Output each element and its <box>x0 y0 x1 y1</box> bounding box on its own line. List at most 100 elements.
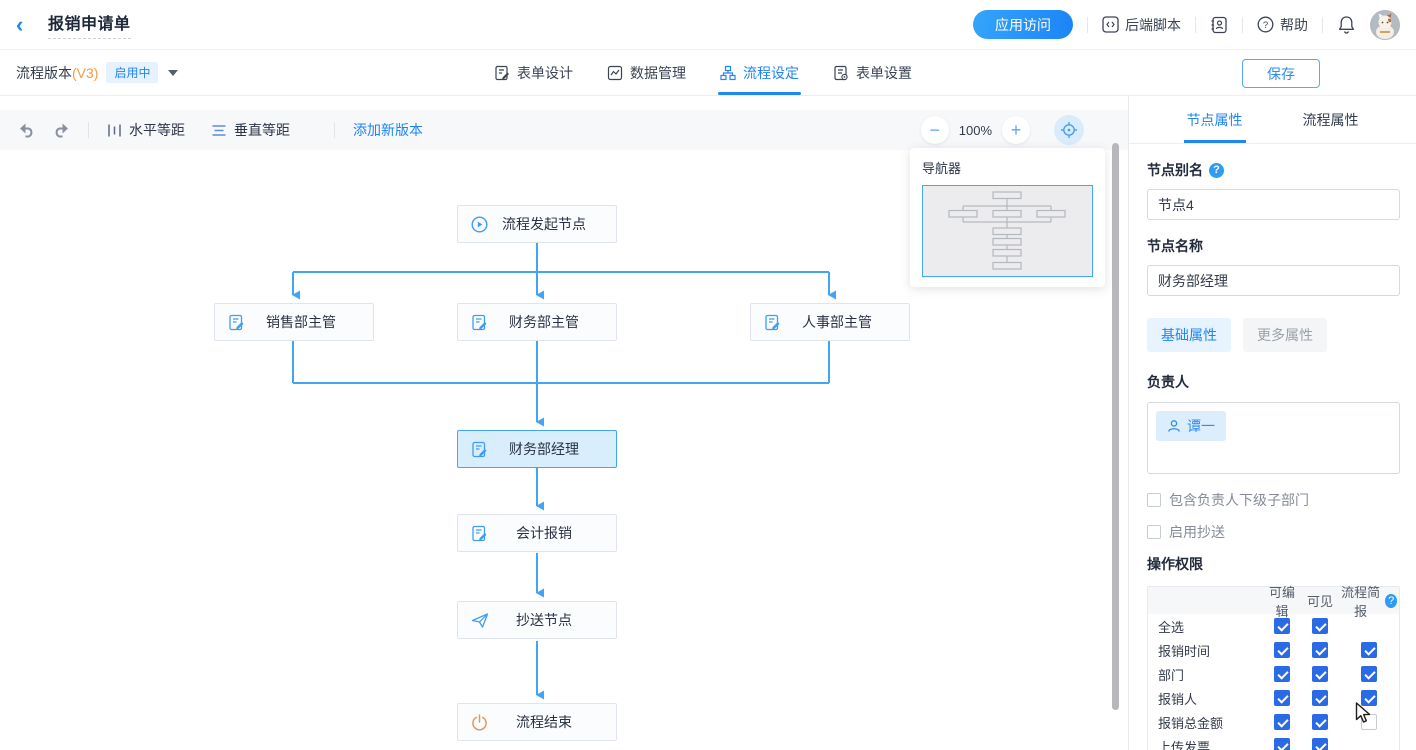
tab-flow-properties[interactable]: 流程属性 <box>1303 96 1359 143</box>
save-button[interactable]: 保存 <box>1242 59 1320 88</box>
main-area: 水平等距 垂直等距 添加新版本 − 100% + 导航器 <box>0 96 1416 750</box>
node-alias-help-icon[interactable]: ? <box>1209 163 1224 178</box>
node-name-input[interactable] <box>1147 265 1400 296</box>
backend-script-label: 后端脚本 <box>1125 15 1181 35</box>
tab-form-settings[interactable]: 表单设置 <box>831 50 914 95</box>
flow-node-hr-manager[interactable]: 人事部主管 <box>750 303 910 341</box>
flow-icon <box>720 65 736 81</box>
perm-checkbox-report[interactable] <box>1361 714 1377 730</box>
perm-checkbox-visible[interactable] <box>1312 690 1328 706</box>
perm-checkbox-visible[interactable] <box>1312 618 1328 634</box>
flow-node-end[interactable]: 流程结束 <box>457 703 617 741</box>
permissions-table-header: 可编辑 可见 流程简报 ? <box>1148 587 1399 614</box>
title-dashed-underline <box>48 34 131 39</box>
perm-checkbox-editable[interactable] <box>1274 666 1290 682</box>
tab-data-management[interactable]: 数据管理 <box>605 50 688 95</box>
enable-cc-checkbox[interactable] <box>1147 525 1161 539</box>
perm-checkbox-visible[interactable] <box>1312 642 1328 658</box>
power-icon <box>471 714 488 731</box>
main-tabs: 表单设计 数据管理 流程设定 表单设置 <box>492 50 914 95</box>
perm-row: 报销总金额 <box>1148 710 1399 734</box>
more-props-button[interactable]: 更多属性 <box>1243 318 1327 352</box>
perm-checkbox-report[interactable] <box>1361 690 1377 706</box>
perm-checkbox-editable[interactable] <box>1274 690 1290 706</box>
perm-col-report: 流程简报 <box>1339 582 1382 620</box>
back-icon[interactable]: ‹ <box>16 12 42 38</box>
navigator-panel: 导航器 <box>910 148 1105 287</box>
tab-flow-settings[interactable]: 流程设定 <box>718 50 801 95</box>
subheader: 流程版本 (V3) 启用中 表单设计 数据管理 流程设定 表单设置 <box>0 50 1416 96</box>
tab-label: 流程设定 <box>743 63 799 83</box>
canvas-vertical-scrollbar[interactable] <box>1112 143 1119 710</box>
user-avatar[interactable] <box>1370 10 1400 40</box>
node-alias-label-row: 节点别名 ? <box>1147 160 1400 180</box>
perm-checkbox-visible[interactable] <box>1312 666 1328 682</box>
app-access-button[interactable]: 应用访问 <box>973 10 1073 39</box>
navigator-minimap[interactable] <box>922 185 1093 277</box>
flow-node-accounting[interactable]: 会计报销 <box>457 514 617 552</box>
approval-doc-icon <box>764 314 781 331</box>
perm-checkbox-report[interactable] <box>1361 642 1377 658</box>
node-alias-input[interactable] <box>1147 189 1400 220</box>
help-label: 帮助 <box>1280 15 1308 35</box>
flow-node-cc[interactable]: 抄送节点 <box>457 601 617 639</box>
play-circle-icon <box>471 216 488 233</box>
tab-form-design[interactable]: 表单设计 <box>492 50 575 95</box>
form-settings-icon <box>833 65 849 81</box>
approval-doc-icon <box>228 314 245 331</box>
version-tag: (V3) <box>72 65 98 81</box>
permissions-title: 操作权限 <box>1147 554 1400 574</box>
perm-row: 报销时间 <box>1148 638 1399 662</box>
person-icon <box>1167 419 1181 433</box>
data-chart-icon <box>607 65 623 81</box>
perm-row: 部门 <box>1148 662 1399 686</box>
divider <box>1322 17 1323 33</box>
include-sub-dept-checkbox[interactable] <box>1147 493 1161 507</box>
notification-bell-icon[interactable] <box>1337 15 1356 35</box>
top-header: ‹ 报销申请单 应用访问 后端脚本 ? 帮助 <box>0 0 1416 50</box>
include-sub-dept-checkbox-row[interactable]: 包含负责人下级子部门 <box>1147 490 1400 510</box>
perm-col-visible: 可见 <box>1301 591 1339 610</box>
backend-script-button[interactable]: 后端脚本 <box>1102 15 1181 35</box>
perm-cell-editable <box>1263 714 1301 730</box>
owner-select-box[interactable]: 谭一 <box>1147 402 1400 474</box>
perm-report-help-icon[interactable]: ? <box>1385 594 1397 608</box>
perm-checkbox-editable[interactable] <box>1274 618 1290 634</box>
perm-cell-report <box>1339 666 1399 682</box>
perm-checkbox-editable[interactable] <box>1274 714 1290 730</box>
owner-chip[interactable]: 谭一 <box>1156 411 1226 441</box>
basic-props-button[interactable]: 基础属性 <box>1147 318 1231 352</box>
help-button[interactable]: ? 帮助 <box>1257 15 1308 35</box>
version-dropdown-caret-icon[interactable] <box>168 70 178 76</box>
perm-cell-editable <box>1263 642 1301 658</box>
approval-doc-icon <box>471 314 488 331</box>
navigator-title: 导航器 <box>922 158 1093 177</box>
perm-cell-visible <box>1301 618 1339 634</box>
page-title: 报销申请单 <box>48 10 131 34</box>
tab-node-properties[interactable]: 节点属性 <box>1187 96 1243 143</box>
contacts-button[interactable] <box>1210 16 1228 34</box>
divider <box>1195 17 1196 33</box>
perm-checkbox-visible[interactable] <box>1312 738 1328 750</box>
flow-node-finance-dept-manager[interactable]: 财务部经理 <box>457 430 617 468</box>
perm-cell-report <box>1339 642 1399 658</box>
perm-checkbox-report[interactable] <box>1361 666 1377 682</box>
flow-node-sales-manager[interactable]: 销售部主管 <box>214 303 374 341</box>
perm-row-label: 报销时间 <box>1148 641 1263 660</box>
perm-checkbox-visible[interactable] <box>1312 714 1328 730</box>
approval-doc-icon <box>471 441 488 458</box>
tab-label: 表单设置 <box>856 63 912 83</box>
perm-cell-visible <box>1301 738 1339 750</box>
flow-canvas[interactable]: 水平等距 垂直等距 添加新版本 − 100% + 导航器 <box>0 96 1128 750</box>
enable-cc-checkbox-row[interactable]: 启用抄送 <box>1147 522 1400 542</box>
code-icon <box>1102 16 1119 33</box>
enable-cc-label: 启用抄送 <box>1169 522 1225 542</box>
perm-checkbox-editable[interactable] <box>1274 642 1290 658</box>
flow-node-finance-manager-l1[interactable]: 财务部主管 <box>457 303 617 341</box>
perm-cell-visible <box>1301 666 1339 682</box>
perm-row-label: 部门 <box>1148 665 1263 684</box>
perm-checkbox-editable[interactable] <box>1274 738 1290 750</box>
question-circle-icon: ? <box>1257 16 1274 33</box>
perm-col-editable: 可编辑 <box>1263 582 1301 620</box>
flow-node-start[interactable]: 流程发起节点 <box>457 205 617 243</box>
